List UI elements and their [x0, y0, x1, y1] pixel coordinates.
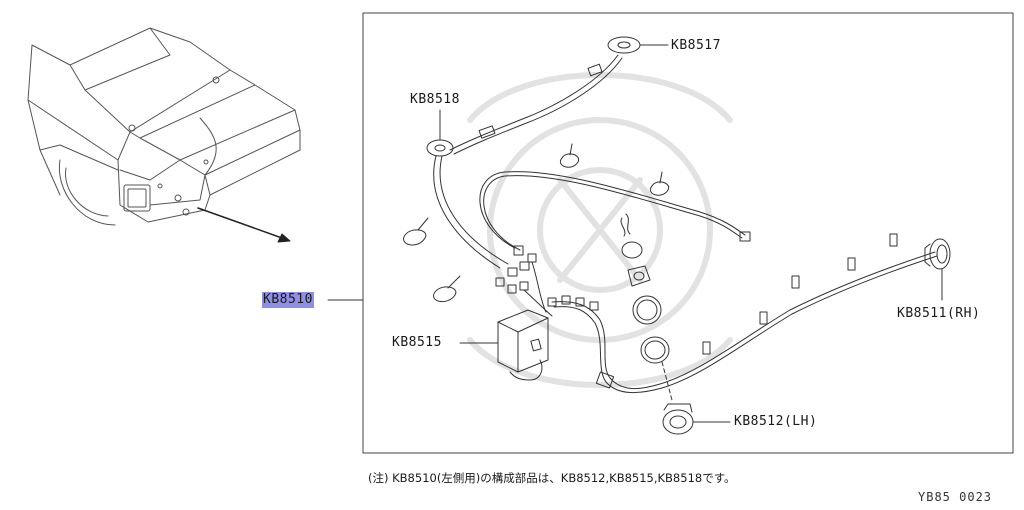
part-label-kb8515[interactable]: KB8515 — [392, 335, 442, 350]
pointer-arrow — [197, 207, 291, 243]
lower-harness — [547, 233, 951, 435]
part-label-kb8518[interactable]: KB8518 — [410, 92, 460, 107]
upper-harness — [403, 36, 751, 317]
part-label-kb8510-highlighted[interactable]: KB8510 — [262, 292, 314, 308]
diagram-frame — [362, 12, 1014, 454]
footnote: (注) KB8510(左側用)の構成部品は、KB8512,KB8515,KB85… — [368, 471, 736, 485]
module-kb8515 — [459, 309, 549, 381]
sensor-seals — [620, 213, 673, 401]
part-label-kb8511[interactable]: KB8511(RH) — [897, 306, 981, 321]
part-label-kb8512[interactable]: KB8512(LH) — [734, 414, 818, 429]
diagram-code: YB85 0023 — [918, 490, 993, 504]
car-rear-illustration — [27, 27, 301, 226]
part-label-kb8517[interactable]: KB8517 — [671, 38, 721, 53]
